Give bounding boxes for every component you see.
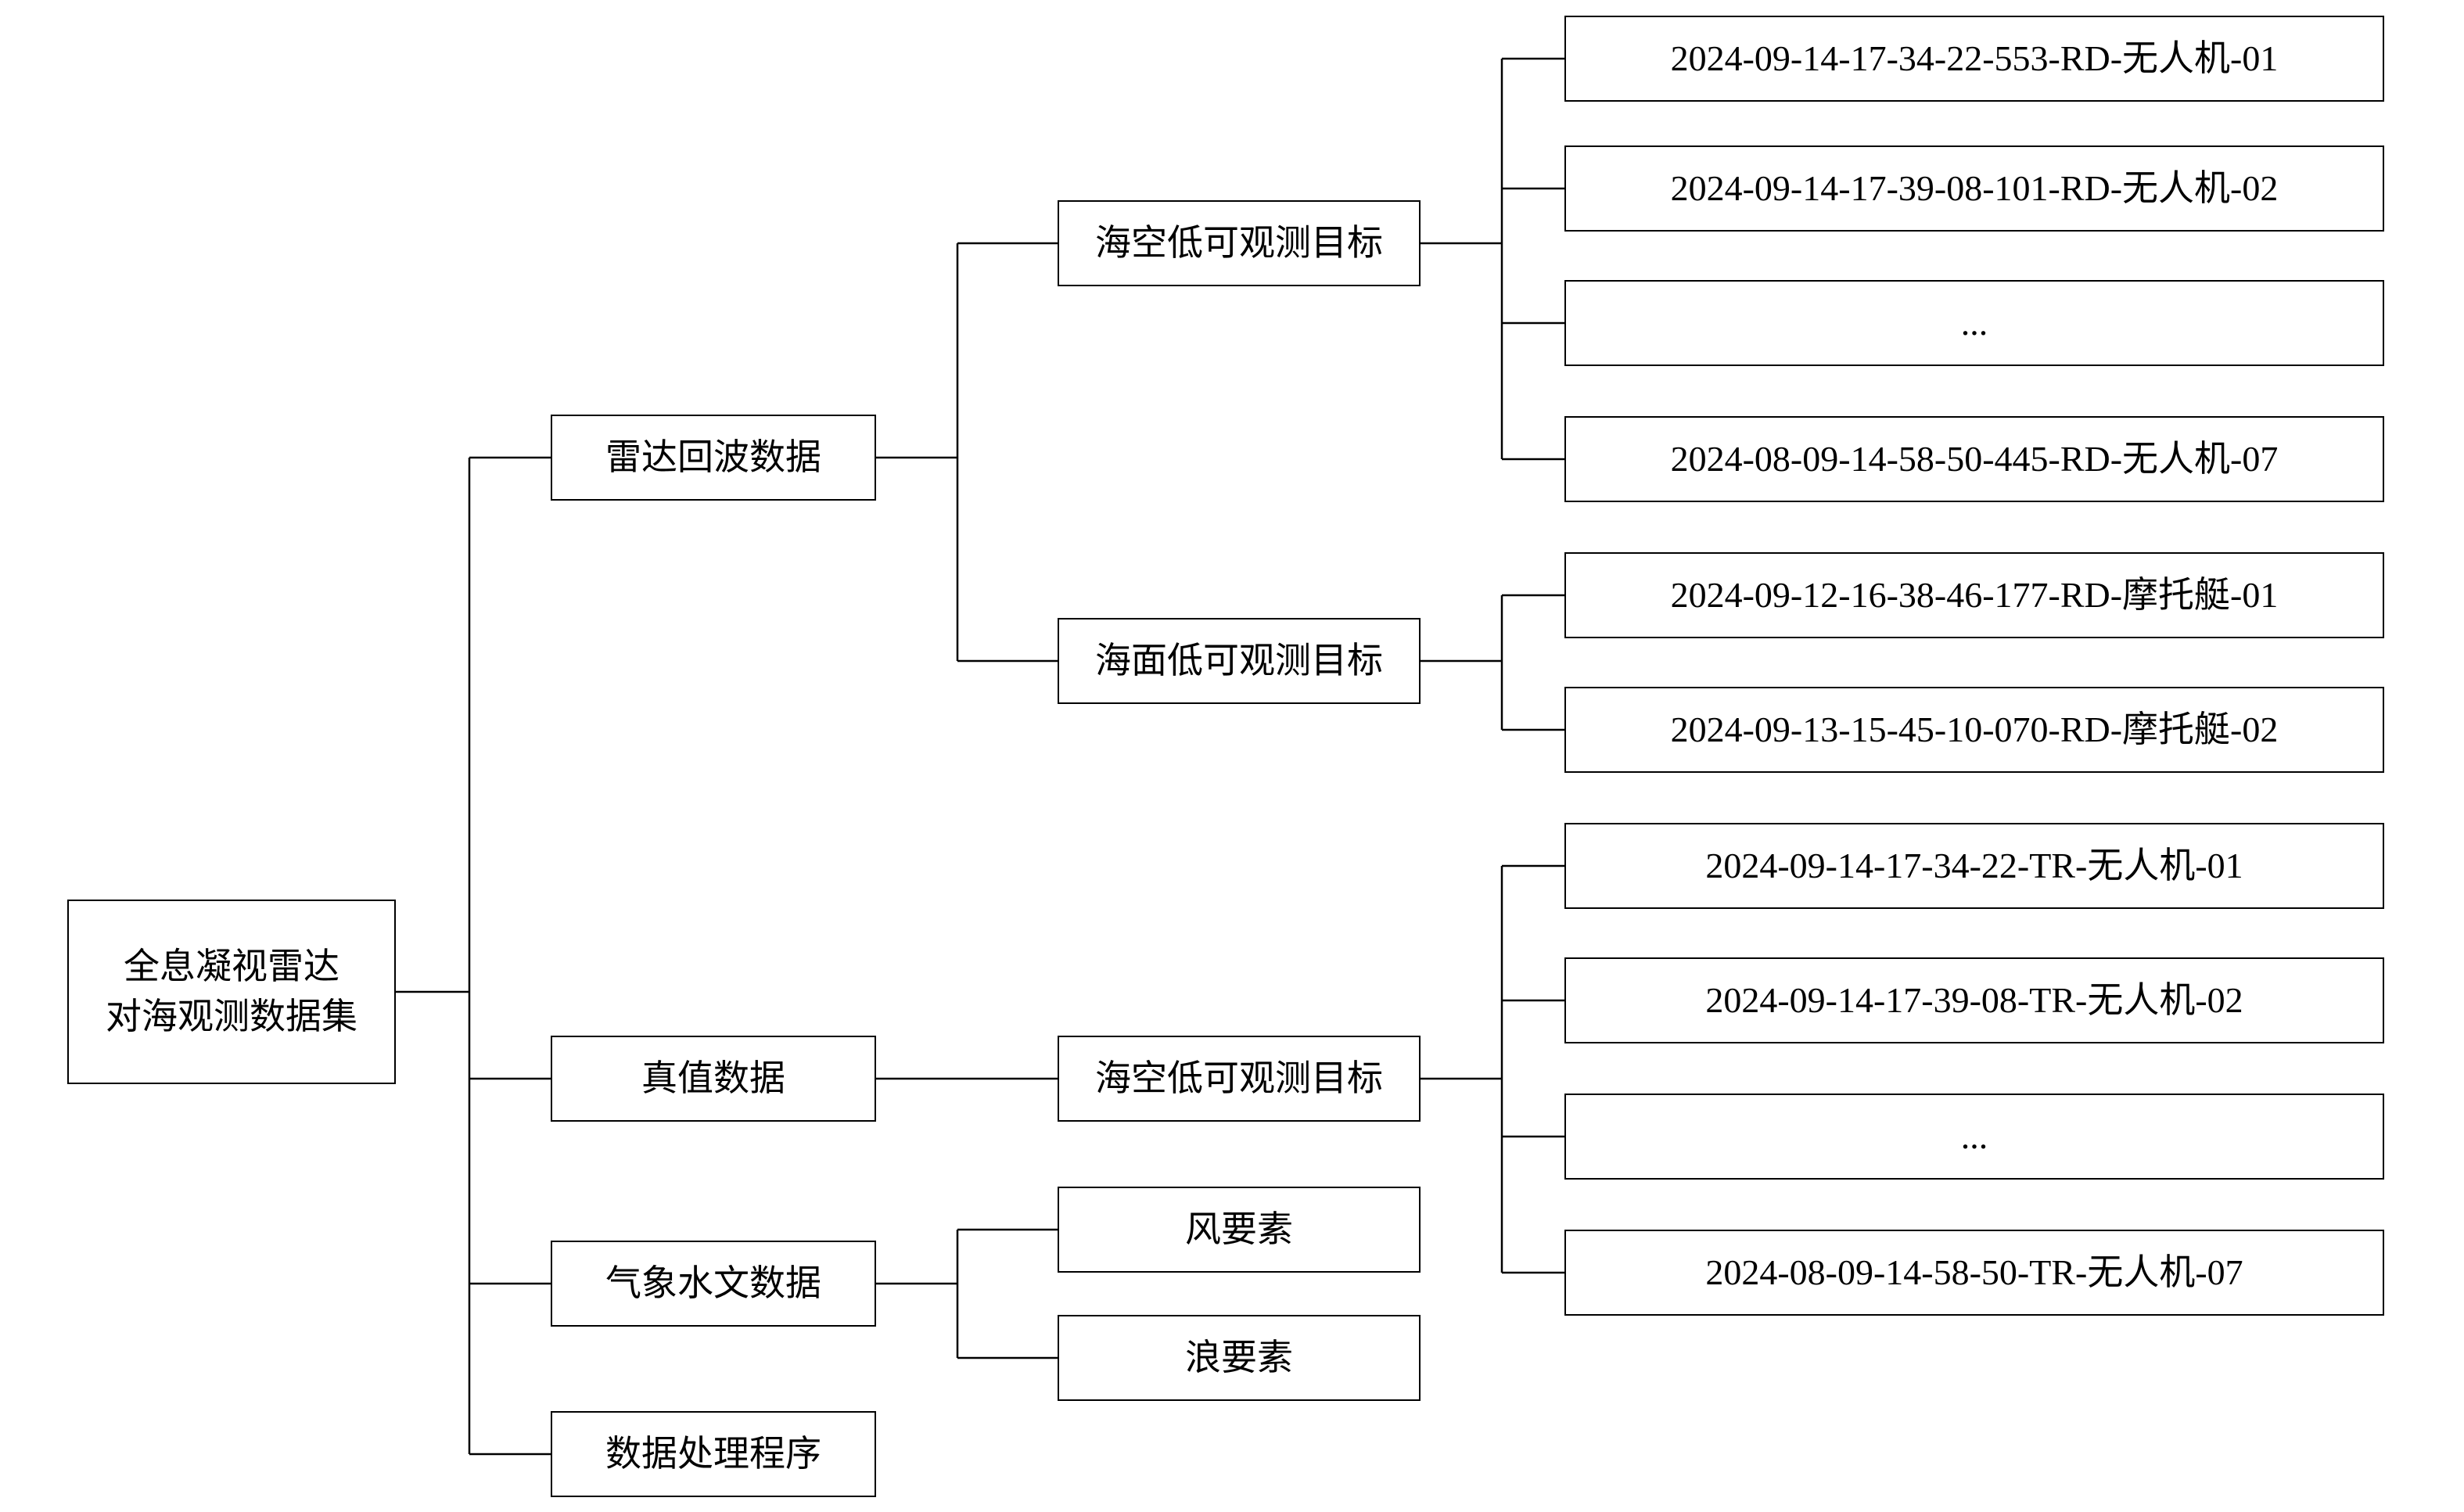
- leaf-rd-drone-02: 2024-09-14-17-39-08-101-RD-无人机-02: [1564, 145, 2384, 232]
- node-root: 全息凝视雷达 对海观测数据集: [67, 900, 396, 1084]
- leaf-tr-drone-07: 2024-08-09-14-58-50-TR-无人机-07: [1564, 1230, 2384, 1316]
- node-seasurface-targets-radar: 海面低可观测目标: [1058, 618, 1421, 704]
- leaf-rd-motorboat-01: 2024-09-12-16-38-46-177-RD-摩托艇-01: [1564, 552, 2384, 638]
- connector-radar-surface-files: [1421, 594, 1564, 731]
- node-wave-elements: 浪要素: [1058, 1315, 1421, 1401]
- connector-radar-airsea-files: [1421, 57, 1564, 461]
- leaf-tr-drone-ellipsis: ...: [1564, 1094, 2384, 1180]
- connector-meteo-groups: [876, 1228, 1058, 1359]
- leaf-rd-drone-ellipsis: ...: [1564, 280, 2384, 366]
- node-radar-echo-data: 雷达回波数据: [551, 415, 876, 501]
- node-truth-data: 真值数据: [551, 1036, 876, 1122]
- node-meteo-hydro-data: 气象水文数据: [551, 1241, 876, 1327]
- leaf-tr-drone-01: 2024-09-14-17-34-22-TR-无人机-01: [1564, 823, 2384, 909]
- connector-root-branches: [396, 456, 551, 1456]
- connector-radar-groups: [876, 242, 1058, 663]
- leaf-rd-drone-01: 2024-09-14-17-34-22-553-RD-无人机-01: [1564, 16, 2384, 102]
- leaf-tr-drone-02: 2024-09-14-17-39-08-TR-无人机-02: [1564, 957, 2384, 1043]
- node-wind-elements: 风要素: [1058, 1187, 1421, 1273]
- node-airsea-targets-radar: 海空低可观测目标: [1058, 200, 1421, 286]
- leaf-rd-motorboat-02: 2024-09-13-15-45-10-070-RD-摩托艇-02: [1564, 687, 2384, 773]
- node-airsea-targets-truth: 海空低可观测目标: [1058, 1036, 1421, 1122]
- leaf-rd-drone-07: 2024-08-09-14-58-50-445-RD-无人机-07: [1564, 416, 2384, 502]
- connector-truth-airsea-files: [1421, 864, 1564, 1274]
- node-data-processing: 数据处理程序: [551, 1411, 876, 1497]
